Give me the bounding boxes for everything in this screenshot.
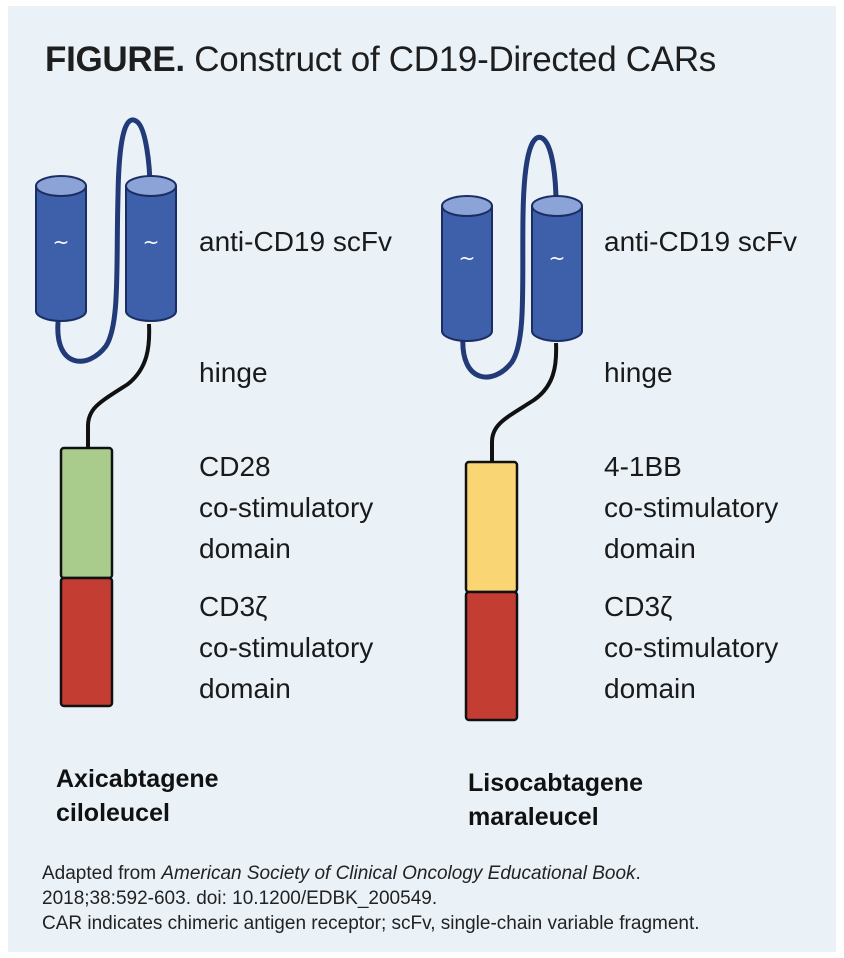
construct-name-line1: Axicabtagene — [56, 765, 219, 793]
construct-axicabtagene: ~ ~ — [35, 117, 177, 708]
caption-suffix: . — [635, 863, 641, 884]
figure-title: FIGURE. Construct of CD19-Directed CARs — [45, 40, 716, 80]
scfv-cylinder-right: ~ — [531, 195, 583, 342]
caption-line1: Adapted from American Society of Clinica… — [42, 861, 700, 886]
costim-label-line2: co-stimulatory — [604, 492, 779, 523]
cd3-label-line2: co-stimulatory — [199, 632, 374, 663]
tilde-symbol: ~ — [549, 246, 566, 270]
cd3-label-line1: CD3ζ — [199, 591, 268, 622]
construct-lisocabtagene: ~ ~ — [441, 134, 583, 722]
figure-caption: Adapted from American Society of Clinica… — [42, 861, 700, 936]
figure-title-text: Construct of CD19-Directed CARs — [194, 40, 716, 79]
construct-name: Axicabtagene ciloleucel — [56, 762, 219, 830]
construct-name-line1: Lisocabtagene — [468, 769, 644, 797]
hinge-line — [86, 323, 152, 448]
cd3z-domain-block — [59, 576, 114, 708]
caption-prefix: Adapted from — [42, 863, 162, 884]
4-1bb-domain-block — [464, 460, 519, 594]
construct-name-line2: ciloleucel — [56, 799, 170, 827]
cd3-label-line2: co-stimulatory — [604, 632, 779, 663]
scfv-cylinder-left: ~ — [35, 175, 87, 322]
scfv-cylinder-left: ~ — [441, 195, 493, 342]
cd3-label: CD3ζ co-stimulatory domain — [604, 586, 778, 709]
tilde-symbol: ~ — [459, 246, 476, 270]
cd3-label-line3: domain — [199, 673, 291, 704]
figure-title-lead: FIGURE. — [45, 40, 185, 79]
scfv-cylinder-right: ~ — [125, 175, 177, 322]
costim-label-line3: domain — [199, 533, 291, 564]
hinge-label: hinge — [604, 357, 673, 388]
construct-name: Lisocabtagene maraleucel — [468, 766, 643, 834]
costim-label-line3: domain — [604, 533, 696, 564]
figure-panel: FIGURE. Construct of CD19-Directed CARs … — [8, 6, 836, 952]
cd28-domain-block — [59, 446, 114, 580]
hinge-line — [490, 342, 559, 462]
hinge-label: hinge — [199, 357, 268, 388]
car-construct-diagram: ~ ~ ~ ~ — [35, 117, 583, 722]
scfv-linker-loop — [460, 134, 559, 380]
costim-label: CD28 co-stimulatory domain — [199, 446, 373, 569]
cd3-label-line3: domain — [604, 673, 696, 704]
scfv-linker-loop — [55, 117, 153, 364]
costim-label-line1: 4-1BB — [604, 451, 682, 482]
caption-source: American Society of Clinical Oncology Ed… — [161, 863, 636, 884]
construct-name-line2: maraleucel — [468, 803, 599, 831]
tilde-symbol: ~ — [143, 230, 160, 254]
costim-label: 4-1BB co-stimulatory domain — [604, 446, 778, 569]
tilde-symbol: ~ — [53, 230, 70, 254]
costim-label-line2: co-stimulatory — [199, 492, 374, 523]
caption-line3: CAR indicates chimeric antigen receptor;… — [42, 913, 700, 934]
scfv-label: anti-CD19 scFv — [604, 226, 797, 257]
costim-label-line1: CD28 — [199, 451, 271, 482]
cd3-label-line1: CD3ζ — [604, 591, 673, 622]
cd3-label: CD3ζ co-stimulatory domain — [199, 586, 373, 709]
scfv-label: anti-CD19 scFv — [199, 226, 392, 257]
cd3z-domain-block — [464, 590, 519, 722]
caption-line2: 2018;38:592-603. doi: 10.1200/EDBK_20054… — [42, 888, 438, 909]
